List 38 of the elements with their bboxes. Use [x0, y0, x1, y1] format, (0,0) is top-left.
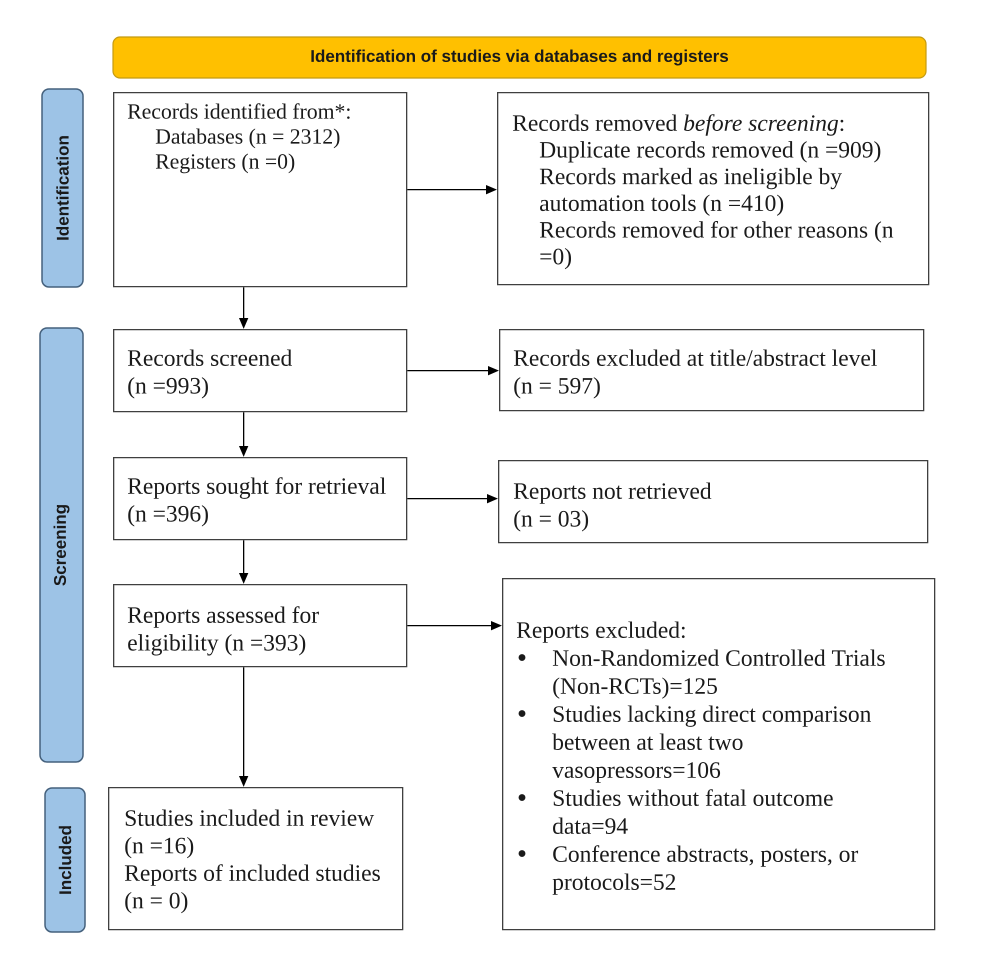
phase-band: Screening — [39, 327, 84, 763]
flow-box — [498, 460, 928, 544]
section-header: Identification of studies via databases and registers — [112, 36, 927, 79]
count-text: (n =16) — [125, 836, 194, 858]
flow-box — [497, 92, 930, 286]
list-item: Conference abstracts, posters, or protocols=52 — [552, 845, 858, 895]
count-text: (n =396) — [128, 505, 208, 526]
phase-band: Identification — [41, 88, 84, 288]
count-text: (n = 0) — [125, 892, 188, 914]
box-title: Reports of included studies — [124, 864, 380, 886]
count-text: Registers (n =0) — [156, 154, 294, 174]
list-item: Studies lacking direct comparison between at least two vasopressors=106 — [552, 705, 871, 783]
flow-box — [113, 329, 408, 412]
count-text: Databases (n = 2312) — [156, 128, 340, 148]
flow-box — [113, 584, 408, 668]
flow-box — [108, 787, 404, 930]
box-title: Records screened — [128, 349, 292, 366]
flow-box — [502, 578, 936, 930]
count-text: (n = 03) — [514, 510, 588, 532]
flow-box — [113, 92, 408, 288]
box-text: Reports assessed for eligibility (n =393) — [128, 606, 319, 656]
phase-band: Included — [44, 787, 86, 933]
box-title: Studies included in review — [126, 809, 374, 826]
box-title: Reports excluded: — [516, 621, 685, 643]
box-title: Reports sought for retrieval — [128, 477, 386, 499]
box-title: Records removed before screening: — [512, 114, 844, 136]
box-title: Records excluded at title/abstract level — [514, 349, 877, 366]
flow-box — [499, 329, 924, 412]
box-title: Records identified from*: — [128, 103, 350, 119]
count-text: Duplicate records removed (n =909) — [540, 141, 880, 162]
list-item: Non-Randomized Controlled Trials (Non-RCTs)=125 — [552, 649, 885, 699]
box-title: Reports not retrieved — [514, 482, 712, 504]
count-text: (n = 597) — [514, 377, 600, 398]
flow-box — [113, 457, 408, 540]
count-text: (n =993) — [128, 377, 208, 398]
count-text: Records removed for other reasons (n =0) — [540, 221, 894, 270]
list-item: Studies without fatal outcome data=94 — [553, 789, 833, 834]
count-text: Records marked as ineligible by automation tools (n =410) — [540, 168, 842, 216]
